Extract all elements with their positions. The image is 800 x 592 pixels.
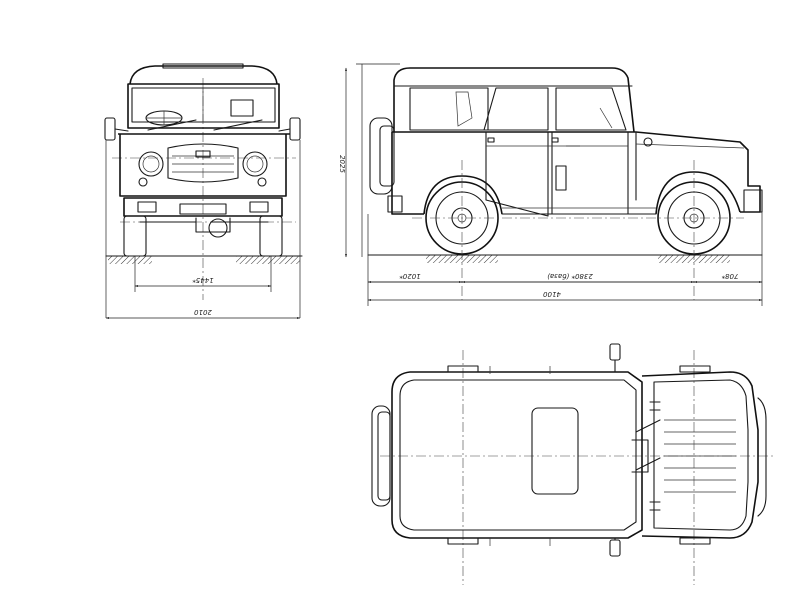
wheelbase-label: 2380* (база): [547, 272, 593, 280]
height-label: 2025: [338, 155, 346, 173]
rear-overhang-label: 708*: [721, 272, 738, 280]
front-view: 1445* 2010: [104, 63, 303, 320]
front-overhang-label: 1020*: [399, 272, 421, 280]
top-view: [371, 343, 776, 585]
side-view: 2025: [338, 63, 763, 306]
front-track-label: 1445*: [192, 276, 214, 284]
overall-width-label: 2010: [194, 308, 212, 316]
overall-length-label: 4100: [543, 290, 561, 298]
